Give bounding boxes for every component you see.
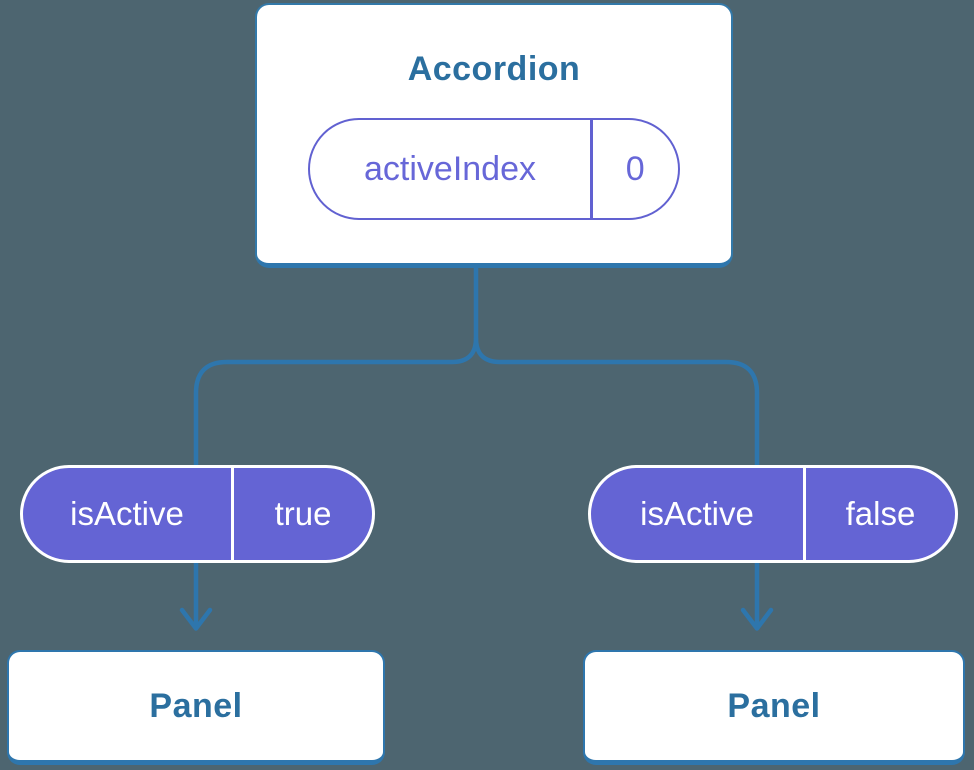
state-key-label: activeIndex [364,149,536,188]
connector-left-branch [193,337,479,626]
prop-key-label: isActive [640,495,754,532]
right-arrowhead [740,607,774,631]
prop-pill-is-active-false: isActive false [588,465,958,563]
accordion-component-node: Accordion activeIndex 0 [255,3,733,268]
pill-divider [803,468,806,560]
component-title: Accordion [407,50,581,88]
connector-right-branch [473,337,760,626]
prop-value-label: true [274,495,332,532]
left-arrowhead [179,607,213,631]
panel-component-node-left: Panel [7,650,385,765]
prop-key-label: isActive [70,495,184,532]
state-pill-active-index: activeIndex 0 [308,118,680,220]
prop-value-label: false [845,495,916,532]
state-value-label: 0 [625,149,645,188]
pill-divider [590,120,593,218]
prop-pill-is-active-true: isActive true [20,465,375,563]
pill-divider [231,468,234,560]
panel-component-node-right: Panel [583,650,965,765]
